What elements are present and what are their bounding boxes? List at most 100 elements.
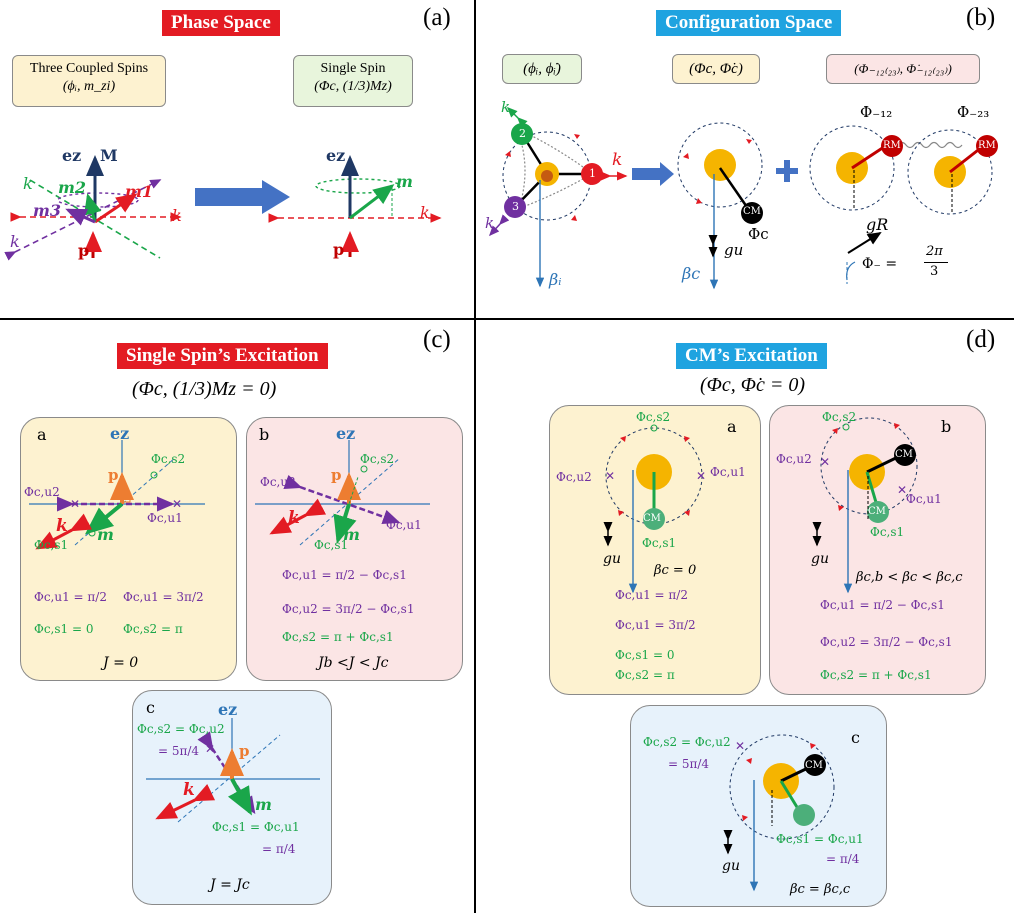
c-b-m: m [343, 525, 360, 544]
svg-text:✕: ✕ [696, 469, 706, 483]
fraction-bar [924, 262, 948, 263]
phi-minus-label: Φ₋ = [862, 256, 898, 272]
vertical-divider [474, 0, 476, 913]
svg-text:✕: ✕ [735, 739, 745, 753]
k-label-b2: k [501, 98, 511, 116]
d-a-eq2: Φc,u1 = 3π/2 [615, 618, 696, 632]
d-c-tag: c [851, 728, 860, 747]
c-a-k: k [56, 516, 68, 536]
rm-label-2: RM [978, 140, 996, 151]
k-label-b1: k [612, 150, 623, 170]
cm-coords-box: (Φc, Φ̇c) [672, 54, 760, 84]
c-c-p: p [239, 742, 250, 760]
phic-label-b: Φc [748, 225, 769, 243]
svg-text:✕: ✕ [205, 742, 215, 756]
spin-1: 1 [589, 167, 596, 180]
d-a-tag: a [727, 417, 737, 436]
c-b-eq2: Φc,u2 = 3π/2 − Φc,s1 [282, 602, 415, 616]
c-a-eq1: Φc,u1 = π/2 [34, 590, 107, 604]
single-spin-excitation-banner: Single Spin’s Excitation [117, 343, 328, 369]
M-label: M [100, 146, 118, 165]
d-b-gu: gu [811, 551, 829, 567]
m2-label: m2 [58, 178, 87, 197]
k-label-a4: k [420, 203, 430, 222]
phase-space-banner: Phase Space [162, 10, 280, 36]
svg-text:✕: ✕ [70, 497, 80, 511]
panel-d-letter: (d) [966, 326, 996, 353]
c-c-tag: c [146, 698, 155, 717]
c-b-k: k [288, 508, 300, 528]
d-a-cm: CM [643, 513, 661, 524]
d-a-cs1: Φc,s1 [642, 536, 677, 550]
c-a-cs2: Φc,s2 [151, 452, 186, 466]
phi12-label: Φ₋₁₂ [860, 103, 893, 121]
d-a-eq1: Φc,u1 = π/2 [615, 588, 688, 602]
panel-d-subtitle: (Φc, Φ̇c = 0) [700, 374, 806, 396]
d-b-cm2: CM [868, 506, 886, 517]
panel-d-box-a [549, 405, 761, 695]
k-label-b3: k [485, 214, 495, 232]
horizontal-divider [0, 318, 1014, 320]
c-b-cs1: Φc,s1 [314, 538, 349, 552]
svg-text:✕: ✕ [820, 455, 830, 469]
svg-text:✕: ✕ [897, 483, 907, 497]
c-a-J: J = 0 [103, 655, 139, 671]
m1-label: m1 [125, 182, 154, 201]
cm-excitation-banner: CM’s Excitation [676, 343, 827, 369]
d-c-cm: CM [805, 760, 823, 771]
d-a-beta: βc = 0 [654, 563, 697, 578]
spin-coords-box: (ϕᵢ, ϕ̇ᵢ) [502, 54, 582, 84]
relative-coords-box: (Φ₋₁₂₍₂₃₎, Φ̇₋₁₂₍₂₃₎) [826, 54, 980, 84]
three-label: 3 [930, 264, 939, 279]
k-label-a2: k [172, 206, 182, 225]
k-label-a1: k [23, 174, 33, 193]
m-label-a2: m [396, 172, 413, 191]
p-label-a: p [78, 241, 90, 260]
beta-i-label: βᵢ [549, 270, 562, 289]
d-b-cu1: Φc,u1 [906, 492, 942, 506]
panel-d-box-b [769, 405, 986, 695]
panel-c-subtitle: (Φc, (1/3)Mz = 0) [132, 378, 277, 400]
d-c-eq2: Φc,s1 = Φc,u1 [776, 832, 864, 846]
spin-2: 2 [519, 127, 526, 140]
c-b-J: Jb <J < Jc [318, 655, 389, 671]
d-c-eq1b: = 5π/4 [668, 757, 710, 771]
c-a-tag: a [37, 425, 47, 444]
ez-label-a2: ez [326, 146, 346, 165]
m3-label: m3 [33, 201, 62, 220]
d-c-beta: βc = βc,c [790, 882, 851, 897]
ez-label-a: ez [62, 146, 82, 165]
single-spin-title: Single Spin [320, 61, 386, 76]
two-pi-label: 2π [926, 244, 943, 259]
c-b-eq3: Φc,s2 = π + Φc,s1 [282, 630, 394, 644]
c-a-eq3: Φc,s1 = 0 [34, 622, 94, 636]
c-c-eq2: Φc,s1 = Φc,u1 [212, 820, 300, 834]
c-a-ez: ez [110, 424, 130, 443]
d-b-eq1: Φc,u1 = π/2 − Φc,s1 [820, 598, 945, 612]
c-b-p: p [331, 466, 342, 484]
d-a-eq4: Φc,s2 = π [615, 668, 675, 682]
phi23-label: Φ₋₂₃ [957, 103, 990, 121]
c-c-k: k [183, 780, 195, 800]
d-a-cu2: Φc,u2 [556, 470, 592, 484]
gR-label: gR [866, 215, 889, 234]
c-b-cu2: Φc,u2 [260, 475, 296, 489]
c-b-tag: b [259, 425, 270, 444]
three-spins-title: Three Coupled Spins [29, 61, 149, 76]
single-spin-vars: (Φc, (1/3)Mz) [314, 79, 392, 94]
d-b-eq2: Φc,u2 = 3π/2 − Φc,s1 [820, 635, 953, 649]
c-b-cu1: Φc,u1 [386, 518, 422, 532]
panel-c-letter: (c) [423, 326, 451, 353]
d-b-cs2: Φc,s2 [822, 410, 857, 424]
gu-label-b: gu [724, 241, 744, 259]
k-label-a3: k [10, 232, 20, 251]
c-a-eq2: Φc,u1 = 3π/2 [123, 590, 204, 604]
c-a-cu2: Φc,u2 [24, 485, 60, 499]
c-a-m: m [97, 525, 114, 544]
c-a-cs1: Φc,s1 [34, 538, 69, 552]
c-c-ez: ez [218, 700, 238, 719]
d-c-gu: gu [722, 858, 740, 874]
c-c-eq1: Φc,s2 = Φc,u2 [137, 722, 225, 736]
